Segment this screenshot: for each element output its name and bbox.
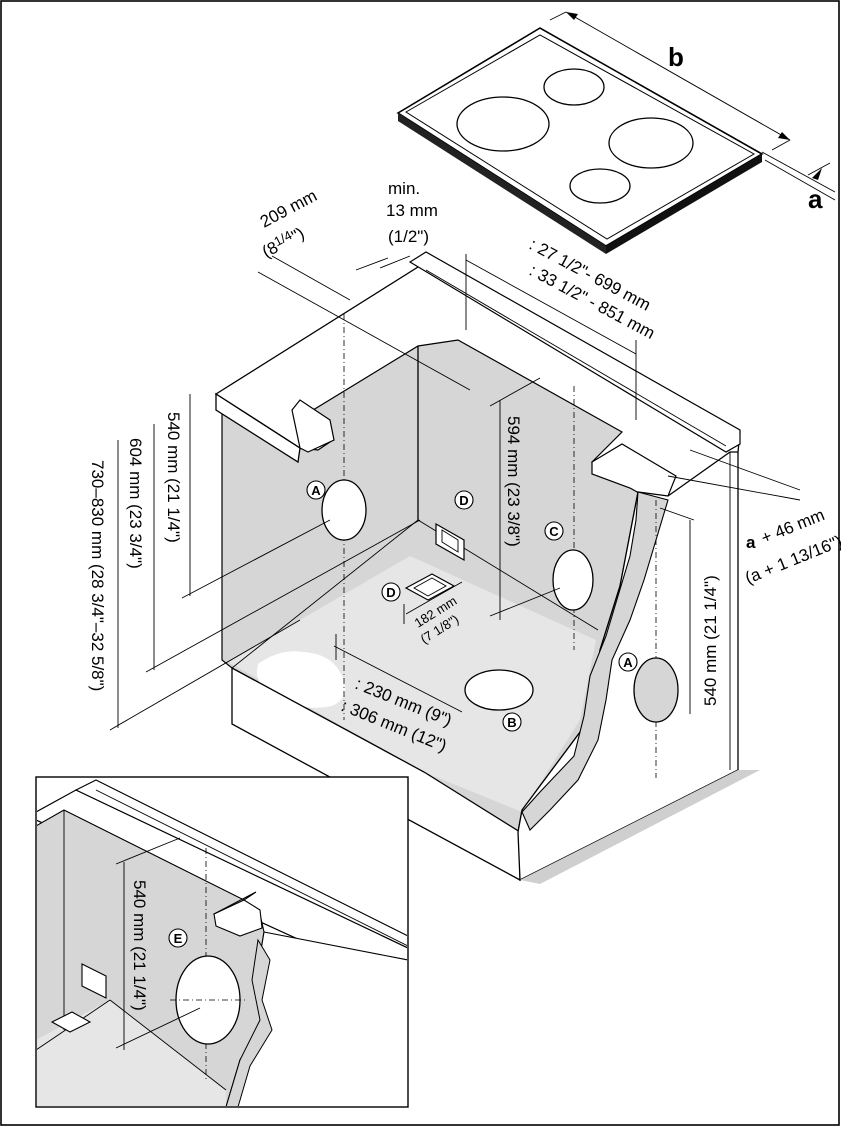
burner-front-left <box>456 96 550 152</box>
dimension-lines <box>109 254 801 731</box>
dim-540-right: 540 mm (21 1/4") <box>701 575 720 706</box>
dim-209-in: (81/4") <box>258 222 308 262</box>
dim-209-mm: 209 mm <box>257 186 320 232</box>
inset-dim-540: 540 mm (21 1/4") <box>130 880 149 1011</box>
dimension-a: a <box>761 151 836 214</box>
dim-min-label: min. <box>388 179 420 198</box>
callout-b: B <box>507 715 516 730</box>
burner-back-right <box>608 117 694 169</box>
dim-594: 594 mm (23 3/8") <box>504 416 523 547</box>
burner-front-right <box>569 168 631 204</box>
callout-c: C <box>549 524 559 539</box>
box-d-floor <box>404 573 456 601</box>
inset-detail: E 540 mm (21 1/4") <box>35 776 409 1108</box>
dimension-b: b <box>549 11 791 151</box>
hole-c <box>552 549 594 611</box>
dim-730-830: 730–830 mm (28 3/4"–32 5/8") <box>88 460 107 691</box>
callouts: A D C D B A <box>306 480 638 732</box>
cooktop <box>396 27 764 254</box>
callout-d-wall: D <box>459 493 468 508</box>
dim-a-plus-46-in: (a + 1 13/16") <box>742 532 841 588</box>
label-a: a <box>808 184 823 214</box>
callout-d-floor: D <box>386 585 395 600</box>
hole-a-right <box>633 657 679 723</box>
holes <box>321 479 679 723</box>
callout-a-left: A <box>311 483 321 498</box>
hole-a-left <box>321 479 367 541</box>
callout-e: E <box>174 931 183 946</box>
dim-13-in: (1/2") <box>388 227 429 246</box>
callout-a-right: A <box>623 655 633 670</box>
dim-540-left: 540 mm (21 1/4") <box>164 412 183 543</box>
hole-b <box>464 669 534 711</box>
dim-a-prefix: a <box>746 533 756 552</box>
dim-13-mm: 13 mm <box>386 201 438 220</box>
burner-back-left <box>543 68 605 106</box>
label-b: b <box>668 42 684 72</box>
dim-604: 604 mm (23 3/4") <box>126 438 145 569</box>
